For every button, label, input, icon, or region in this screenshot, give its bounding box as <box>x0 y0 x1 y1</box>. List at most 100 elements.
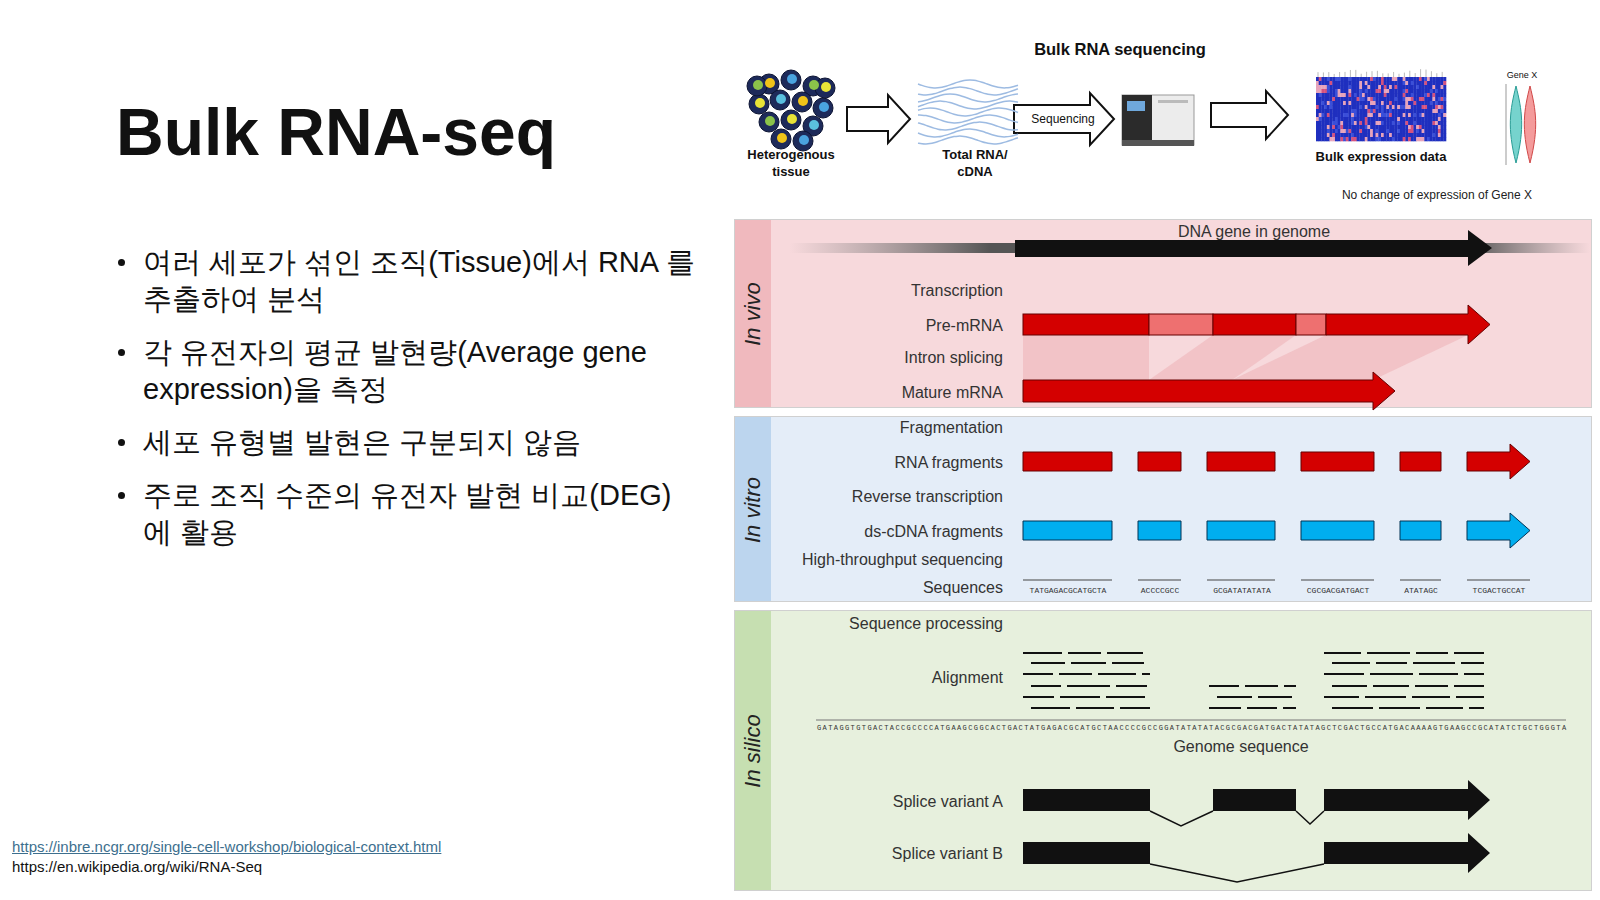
heatmap-cell <box>1349 117 1352 121</box>
heatmap-cell <box>1373 137 1376 141</box>
heatmap-cell <box>1321 89 1324 93</box>
aligned-read <box>1283 707 1296 709</box>
heatmap-cell <box>1427 105 1430 109</box>
heatmap-cell <box>1365 121 1368 125</box>
dendrogram-line <box>1328 72 1329 77</box>
heatmap-cell <box>1327 117 1330 121</box>
aligned-read <box>1031 685 1061 687</box>
heatmap-cell <box>1424 105 1427 109</box>
aligned-read <box>1367 652 1410 654</box>
heatmap-cell <box>1340 137 1343 141</box>
heatmap-cell <box>1400 93 1403 97</box>
heatmap-cell <box>1367 101 1370 105</box>
heatmap-cell <box>1346 81 1349 85</box>
heatmap-cell <box>1335 109 1338 113</box>
cdna-fragment <box>1400 521 1441 540</box>
heatmap-cell <box>1430 121 1433 125</box>
heatmap-cell <box>1376 81 1379 85</box>
heatmap-cell <box>1435 101 1438 105</box>
heatmap-cell <box>1416 137 1419 141</box>
heatmap-cell <box>1435 137 1438 141</box>
heatmap-cell <box>1424 109 1427 113</box>
heatmap-cell <box>1419 113 1422 117</box>
heatmap-cell <box>1319 117 1322 121</box>
heatmap-cell <box>1414 77 1417 81</box>
cell-nucleus <box>809 120 819 130</box>
heatmap-cell <box>1430 129 1433 133</box>
heatmap-cell <box>1443 113 1446 117</box>
heatmap-cell <box>1367 89 1370 93</box>
heatmap-cell <box>1357 105 1360 109</box>
heatmap-cell <box>1343 105 1346 109</box>
heatmap-cell <box>1370 125 1373 129</box>
heatmap-cell <box>1359 117 1362 121</box>
heatmap-cell <box>1422 113 1425 117</box>
rna-icon <box>918 80 1018 144</box>
sequencer-body <box>1122 95 1194 145</box>
rna-fragment <box>1138 452 1181 471</box>
dendrogram-line <box>1415 73 1416 77</box>
heatmap-cell <box>1362 89 1365 93</box>
heatmap-cell <box>1386 85 1389 89</box>
aligned-read <box>1076 707 1114 709</box>
aligned-read <box>1142 673 1150 675</box>
cell-nucleus <box>798 96 808 106</box>
heatmap-cell <box>1378 85 1381 89</box>
heatmap-cell <box>1395 105 1398 109</box>
heatmap-cell <box>1349 105 1352 109</box>
heatmap-cell <box>1438 89 1441 93</box>
heatmap-cell <box>1319 125 1322 129</box>
violin-shape <box>1510 86 1521 163</box>
heatmap-cell <box>1349 137 1352 141</box>
heatmap-cell <box>1416 125 1419 129</box>
heatmap-cell <box>1324 81 1327 85</box>
cell-nucleus <box>765 78 775 88</box>
heatmap-cell <box>1359 81 1362 85</box>
read-line <box>1467 580 1530 581</box>
heatmap-cell <box>1330 117 1333 121</box>
aligned-read <box>1461 662 1484 664</box>
heatmap-cell <box>1389 93 1392 97</box>
rna-strand <box>918 108 1018 116</box>
heatmap-cell <box>1397 89 1400 93</box>
heatmap-cell <box>1357 77 1360 81</box>
aligned-read <box>1412 696 1450 698</box>
heatmap-cell <box>1367 121 1370 125</box>
heatmap-cell <box>1432 77 1435 81</box>
heatmap-cell <box>1376 109 1379 113</box>
exon-bar <box>1213 314 1296 335</box>
heatmap-cell <box>1422 137 1425 141</box>
heatmap-cell <box>1321 109 1324 113</box>
heatmap-cell <box>1381 101 1384 105</box>
heatmap-cell <box>1362 85 1365 89</box>
exon-bar <box>1023 314 1149 335</box>
heatmap-cell <box>1414 113 1417 117</box>
heatmap-cell <box>1332 85 1335 89</box>
heatmap-cell <box>1384 129 1387 133</box>
heatmap-cell <box>1343 97 1346 101</box>
heatmap-cell <box>1435 125 1438 129</box>
heatmap-cell <box>1373 77 1376 81</box>
step-label: RNA fragments <box>895 454 1003 472</box>
heatmap-cell <box>1416 109 1419 113</box>
heatmap-cell <box>1432 101 1435 105</box>
heatmap-cell <box>1416 121 1419 125</box>
heatmap-cell <box>1432 113 1435 117</box>
figure-caption: Bulk expression data <box>1316 149 1447 166</box>
heatmap-cell <box>1395 129 1398 133</box>
heatmap-cell <box>1349 113 1352 117</box>
heatmap-cell <box>1405 81 1408 85</box>
heatmap-cell <box>1354 105 1357 109</box>
heatmap-cell <box>1354 77 1357 81</box>
heatmap-cell <box>1359 137 1362 141</box>
heatmap-cell <box>1359 113 1362 117</box>
heatmap-cell <box>1430 97 1433 101</box>
heatmap-cell <box>1365 113 1368 117</box>
step-label: Splice variant A <box>893 793 1003 811</box>
heatmap-cell <box>1332 77 1335 81</box>
heatmap-cell <box>1400 117 1403 121</box>
heatmap-cell <box>1332 129 1335 133</box>
heatmap-cell <box>1414 89 1417 93</box>
heatmap-cell <box>1441 105 1444 109</box>
mature-mrna-arrow <box>1023 372 1395 410</box>
